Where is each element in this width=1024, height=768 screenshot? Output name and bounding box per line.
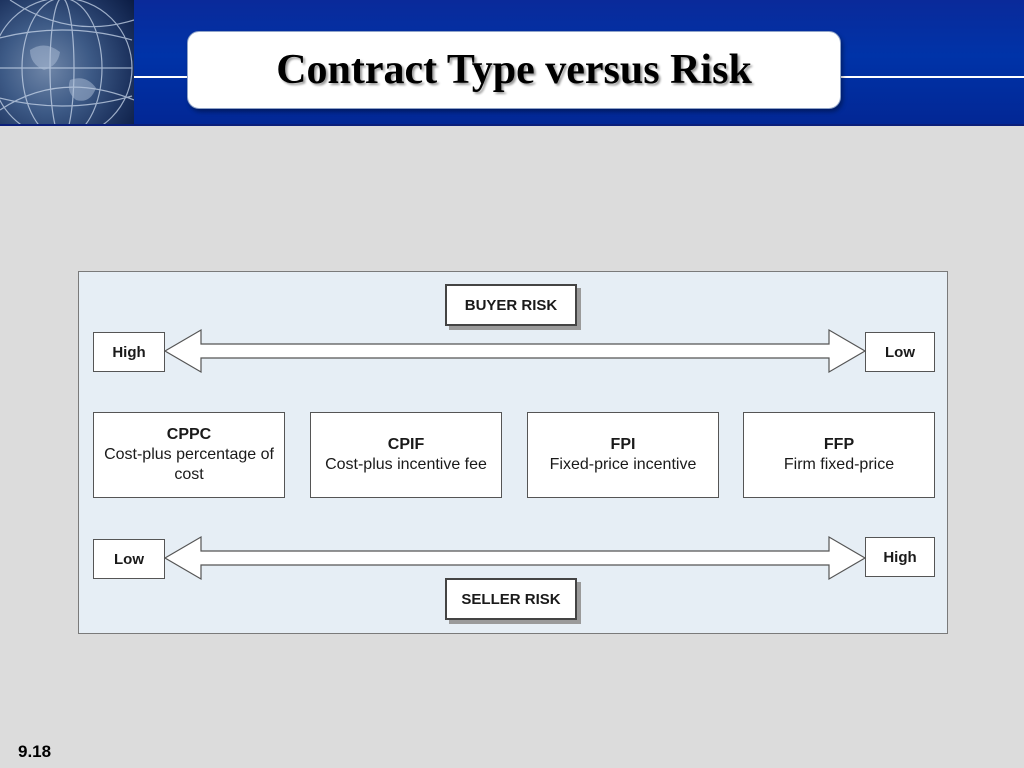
- seller-risk-double-arrow-icon: [163, 535, 867, 581]
- contract-type-name: Cost-plus incentive fee: [325, 456, 487, 473]
- contract-type-name: Fixed-price incentive: [549, 456, 697, 473]
- contract-type-name: Cost-plus percentage of cost: [104, 446, 274, 483]
- contract-type-abbr: FFP: [823, 436, 855, 453]
- contract-type-abbr: CPPC: [166, 426, 212, 443]
- contract-type-ffp: FFP Firm fixed-price: [743, 412, 935, 498]
- contract-type-abbr: CPIF: [387, 436, 425, 453]
- contract-type-abbr: FPI: [610, 436, 636, 453]
- buyer-risk-label: BUYER RISK: [445, 284, 577, 326]
- risk-diagram: BUYER RISK High Low CPPC Cost-plus perce…: [78, 271, 948, 634]
- contract-type-cppc: CPPC Cost-plus percentage of cost: [93, 412, 285, 498]
- slide-title: Contract Type versus Risk: [276, 47, 752, 93]
- header-line-right: [840, 76, 1024, 78]
- title-box: Contract Type versus Risk: [187, 31, 841, 109]
- globe-logo-icon: [0, 0, 134, 124]
- contract-type-name: Firm fixed-price: [783, 456, 895, 473]
- seller-risk-low-label: Low: [93, 539, 165, 579]
- contract-type-cpif: CPIF Cost-plus incentive fee: [310, 412, 502, 498]
- header-line-left: [134, 76, 187, 78]
- buyer-risk-high-label: High: [93, 332, 165, 372]
- buyer-risk-low-label: Low: [865, 332, 935, 372]
- seller-risk-high-label: High: [865, 537, 935, 577]
- buyer-risk-double-arrow-icon: [163, 328, 867, 374]
- seller-risk-label: SELLER RISK: [445, 578, 577, 620]
- contract-type-fpi: FPI Fixed-price incentive: [527, 412, 719, 498]
- page-number: 9.18: [18, 742, 52, 761]
